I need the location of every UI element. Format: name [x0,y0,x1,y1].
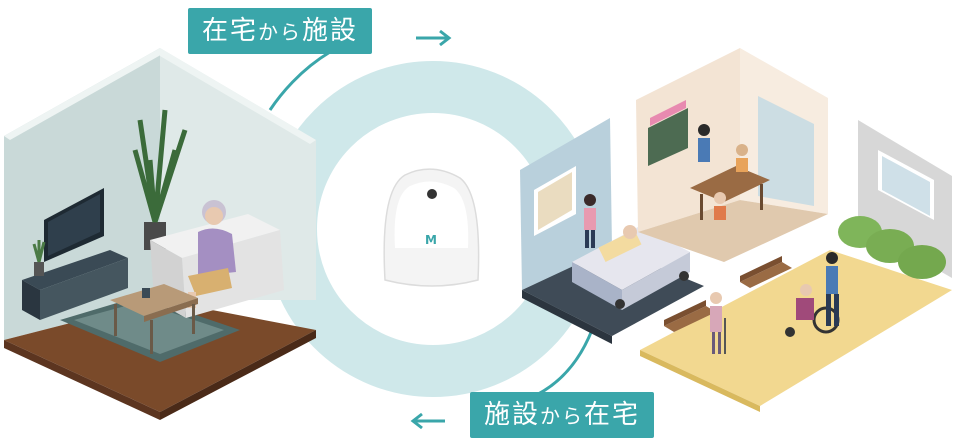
label-home-text: 在宅 [584,400,641,430]
home-to-facility-label: 在宅から施設 [188,8,373,54]
sensor-device: M [383,168,480,287]
device-logo-icon: M [425,233,437,247]
label-home-text: 在宅 [202,16,259,46]
label-connector-text: から [540,404,585,428]
label-facility-text: 施設 [484,400,541,430]
label-facility-text: 施設 [302,16,359,46]
facility-garden-illustration [640,120,952,412]
arrow-right-top [416,29,452,47]
facility-bedroom-illustration [520,118,704,344]
sensor-lens [427,189,437,199]
home-room-illustration [4,48,316,420]
facility-to-home-label: 施設から在宅 [470,392,655,438]
label-connector-text: から [258,20,303,44]
facility-dining-illustration [636,48,828,262]
connector-line-top [268,50,331,111]
arrow-left-bottom [410,412,445,430]
